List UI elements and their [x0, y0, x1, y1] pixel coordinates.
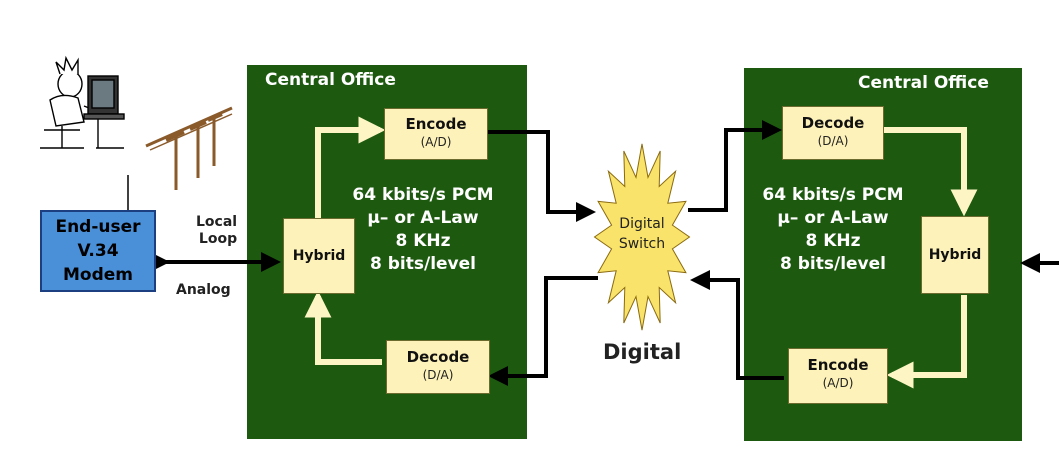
left-decode-sub: (D/A) — [422, 368, 454, 382]
right-pcm-law: μ– or A-Law — [777, 208, 889, 228]
right-encode-label: Encode — [807, 356, 869, 374]
signal-lines — [127, 120, 1059, 386]
digital-switch-starburst-icon — [593, 143, 691, 331]
left-office-flow — [304, 116, 386, 365]
left-office-title: Central Office — [265, 70, 396, 90]
user-at-computer-icon — [40, 55, 125, 149]
modem-line-1: End-user — [55, 217, 141, 237]
left-hybrid-box: Hybrid — [283, 218, 355, 294]
right-pcm-freq: 8 KHz — [805, 231, 861, 251]
left-decode-label: Decode — [406, 348, 470, 366]
left-encode-label: Encode — [405, 115, 467, 133]
local-loop-label: Local Loop — [196, 214, 237, 248]
right-decode-box: Decode (D/A) — [782, 106, 884, 160]
telephone-pole-icon — [145, 106, 233, 190]
local-label: Local — [196, 214, 238, 230]
right-pcm-specs: 64 kbits/s PCM μ– or A-Law 8 KHz 8 bits/… — [738, 184, 928, 276]
right-hybrid-box: Hybrid — [921, 216, 989, 294]
left-decode-box: Decode (D/A) — [386, 340, 490, 394]
left-encode-sub: (A/D) — [420, 135, 452, 149]
right-pcm-bits: 8 bits/level — [780, 254, 886, 274]
switch-line-1: Digital — [619, 216, 665, 232]
left-pcm-rate: 64 kbits/s PCM — [352, 185, 494, 205]
right-decode-label: Decode — [801, 114, 865, 132]
right-pcm-rate: 64 kbits/s PCM — [762, 185, 904, 205]
right-encode-box: Encode (A/D) — [788, 348, 888, 404]
left-encode-box: Encode (A/D) — [384, 108, 488, 160]
digital-switch-label: Digital Switch — [607, 214, 677, 254]
modem-line-3: Modem — [62, 265, 133, 285]
left-pcm-law: μ– or A-Law — [367, 208, 479, 228]
end-user-modem-box: End-user V.34 Modem — [40, 210, 156, 292]
digital-label: Digital — [603, 340, 682, 364]
analog-label: Analog — [176, 282, 231, 298]
modem-line-2: V.34 — [77, 241, 119, 261]
left-pcm-specs: 64 kbits/s PCM μ– or A-Law 8 KHz 8 bits/… — [328, 184, 518, 276]
left-pcm-freq: 8 KHz — [395, 231, 451, 251]
left-pcm-bits: 8 bits/level — [370, 254, 476, 274]
right-office-title: Central Office — [858, 73, 989, 93]
right-encode-sub: (A/D) — [822, 376, 854, 390]
right-office-flow — [884, 127, 978, 389]
switch-line-2: Switch — [618, 236, 666, 252]
loop-label: Loop — [198, 231, 238, 247]
right-decode-sub: (D/A) — [817, 134, 849, 148]
